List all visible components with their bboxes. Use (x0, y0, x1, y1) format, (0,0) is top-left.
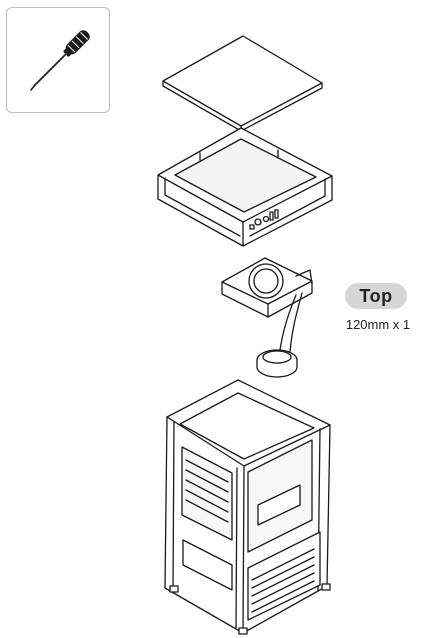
radiator (221, 257, 313, 318)
tool-box (6, 7, 110, 113)
pump-head (256, 349, 298, 378)
fan-spec-label: 120mm x 1 (345, 317, 411, 332)
case-chassis (164, 379, 331, 635)
position-badge: Top (345, 283, 407, 309)
coolant-tubes (279, 292, 303, 353)
top-panel (162, 35, 323, 132)
screwdriver-icon (30, 30, 90, 91)
top-frame (157, 127, 333, 247)
